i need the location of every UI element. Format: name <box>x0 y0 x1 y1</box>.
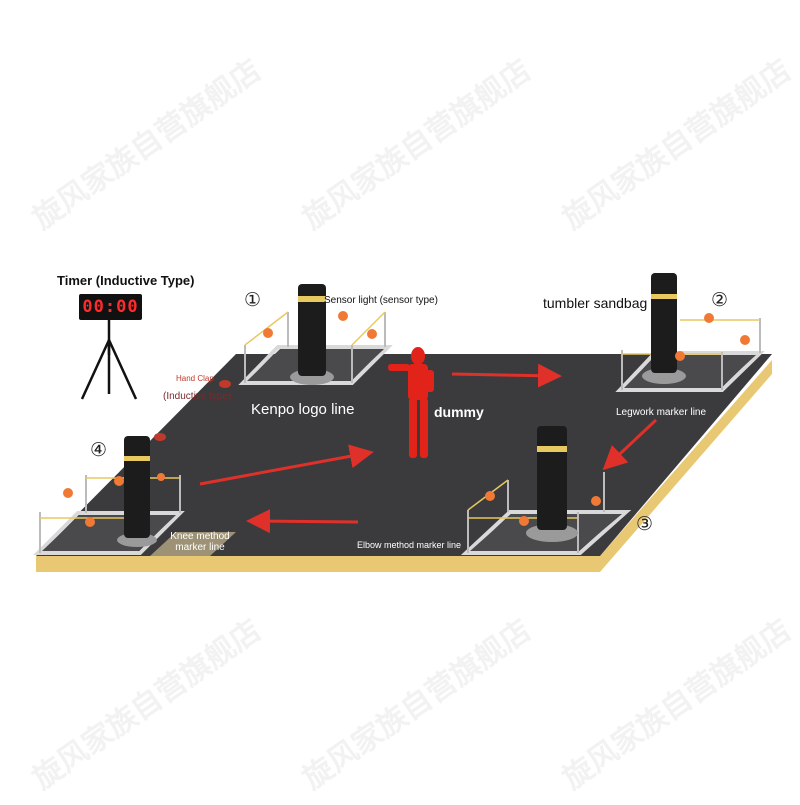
hand-clap-sensor <box>219 380 231 388</box>
station-1 <box>238 284 393 385</box>
dummy-label: dummy <box>434 404 484 420</box>
flow-arrows <box>199 363 658 534</box>
knee-method-marker-line-label: Knee method marker line <box>170 531 230 553</box>
kenpo-logo-line-label: Kenpo logo line <box>251 401 355 418</box>
station-1-number: ① <box>244 289 262 311</box>
elbow-method-marker-line-label: Elbow method marker line <box>357 540 462 550</box>
floor-light-patch <box>150 532 236 556</box>
sensor-light-label: Sensor light (sensor type) <box>324 295 438 306</box>
station-2-number: ② <box>711 289 729 311</box>
station-3 <box>460 426 632 555</box>
tumbler-sandbag-label: tumbler sandbag <box>543 295 648 311</box>
legwork-marker-line-label: Legwork marker line <box>616 407 707 418</box>
hand-clap-label: Hand Clap <box>176 374 214 383</box>
station-4-number: ④ <box>90 439 108 461</box>
floor-surface <box>36 354 772 556</box>
station-3-number: ③ <box>636 513 654 535</box>
station-4 <box>33 436 185 555</box>
timer-title: Timer (Inductive Type) <box>57 273 195 288</box>
timer-display: 00:00 <box>79 294 142 320</box>
dummy-figure <box>388 347 434 458</box>
station-2 <box>615 273 765 392</box>
hand-clap-sensor-2 <box>154 433 166 441</box>
timer-digits: 00:00 <box>82 297 139 317</box>
timer-tripod <box>80 320 138 400</box>
inductive-type-label: (Inductive type) <box>163 391 232 402</box>
